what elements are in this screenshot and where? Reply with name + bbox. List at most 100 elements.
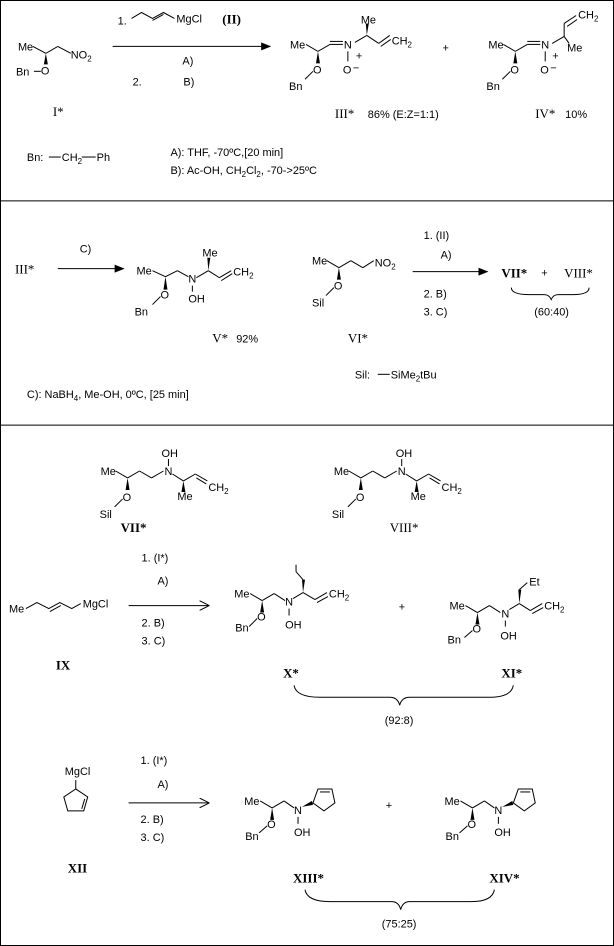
bond <box>372 470 385 479</box>
bond <box>283 800 295 809</box>
stereo-wedge <box>207 257 211 271</box>
oxygen-label: O <box>472 623 481 635</box>
methyl-label: Me <box>177 491 192 503</box>
methylene-label: CH2 <box>392 35 413 49</box>
charge-plus: + <box>356 50 362 62</box>
bond <box>489 605 501 613</box>
ratio-brace <box>304 889 495 910</box>
bond <box>509 603 520 610</box>
nitrogen-label: N <box>344 39 352 51</box>
compound-label-XIII: XIII* <box>293 871 324 886</box>
bond <box>302 592 316 601</box>
bond <box>472 800 485 809</box>
compound-label-VI: VI* <box>348 330 368 345</box>
methyl-label: Me <box>18 41 33 53</box>
bond <box>115 470 128 479</box>
charge-minus: − <box>550 62 556 74</box>
step-label: 3. C) <box>142 635 166 647</box>
oxygen-label: O <box>356 492 365 504</box>
compound-label-V: V* <box>212 330 228 345</box>
butenyl-chain <box>131 11 175 20</box>
oxygen-label: O <box>41 65 50 77</box>
nitrogen-label: N <box>494 805 502 817</box>
nitrogen-label: N <box>285 597 293 609</box>
nitrogen-label: N <box>164 466 172 478</box>
stereo-wedge <box>518 589 522 604</box>
benzyl-label: Bn <box>245 831 258 843</box>
reagent-number: (II) <box>222 11 241 26</box>
step-label: 1. (I*) <box>142 553 169 565</box>
methyl-label: Me <box>450 601 465 613</box>
stereo-wedge <box>163 276 168 290</box>
bond <box>305 43 319 52</box>
nitrogen-label: N <box>501 609 509 621</box>
bond <box>177 270 189 278</box>
reaction-arrow-4: 1. (I*) A) 2. B) 3. C) <box>128 553 209 647</box>
ratio-label: (92:8) <box>385 715 414 727</box>
ratio-label: (60:40) <box>534 307 569 319</box>
benzyl-label: Bn <box>486 81 499 93</box>
pentenyl-chain <box>25 602 81 610</box>
double-bond <box>380 39 392 47</box>
bond <box>57 45 72 54</box>
ratio-label: (75:25) <box>382 919 417 931</box>
compound-X: Me N OH CH2 O Bn <box>234 564 350 634</box>
oxygen-label: O <box>510 64 519 76</box>
methyl-label: Me <box>290 39 305 51</box>
bond <box>465 605 478 613</box>
compound-label-XI: XI* <box>501 665 522 680</box>
condition-label: A) <box>157 576 168 588</box>
compound-label-III: III* <box>335 106 354 121</box>
stereo-wedge <box>502 800 514 807</box>
hydroxyl-label: OH <box>161 448 178 460</box>
reaction-arrow-2: III* C) <box>15 244 125 277</box>
methylene-label: CH2 <box>329 589 350 603</box>
nitrogen-label: N <box>398 466 406 478</box>
bond <box>563 15 577 24</box>
compound-IV: Me N + O − Me CH2 O Bn IV* 10% <box>486 9 599 121</box>
stereo-wedge <box>270 807 275 820</box>
step-label: 2. B) <box>424 289 447 301</box>
stereo-wedge <box>358 477 363 490</box>
nitrogen-label: N <box>294 805 302 817</box>
silyl-label: Sil <box>100 509 112 521</box>
methylene-label: CH2 <box>208 482 229 496</box>
hydroxyl-label: OH <box>396 448 413 460</box>
bond <box>405 473 417 482</box>
nitro-label: NO2 <box>71 49 92 63</box>
bond <box>518 582 528 590</box>
stereo-wedge <box>302 800 313 807</box>
phenyl-label: Ph <box>97 152 110 164</box>
condition-label: A) <box>182 55 193 67</box>
double-bond <box>532 607 544 614</box>
bond <box>530 603 543 611</box>
compound-VIII: Me N OH Me CH2 O Sil VIII* <box>332 448 462 535</box>
charge-plus: + <box>552 50 558 62</box>
stereo-wedge <box>414 480 419 492</box>
step-label: 1. (II) <box>424 230 450 242</box>
hydroxyl-label: OH <box>494 827 511 839</box>
bond <box>350 260 364 269</box>
stereo-wedge <box>125 477 130 490</box>
bond <box>127 470 140 479</box>
bond <box>258 825 268 834</box>
bond <box>195 473 208 482</box>
compound-XI: Me N OH Et CH2 O Bn <box>448 577 566 647</box>
compound-XIII: Me N OH O Bn <box>244 788 336 843</box>
charge-minus: − <box>353 62 359 74</box>
bond <box>460 800 473 809</box>
oxygen-label: O <box>467 819 476 831</box>
yield-label: 86% (E:Z=1:1) <box>368 109 439 121</box>
compound-label-VII: VII* <box>501 266 527 281</box>
methyl-label: Me <box>137 266 152 278</box>
step-label: 2. B) <box>142 617 165 629</box>
bond <box>477 605 490 613</box>
benzyl-label: Bn <box>16 66 29 78</box>
bond <box>317 43 331 52</box>
cyclopentene-ring <box>312 788 336 812</box>
methyl-label: Me <box>488 39 503 51</box>
bond <box>32 45 47 54</box>
bond <box>563 36 570 44</box>
bond <box>261 593 275 602</box>
bond <box>354 34 368 43</box>
